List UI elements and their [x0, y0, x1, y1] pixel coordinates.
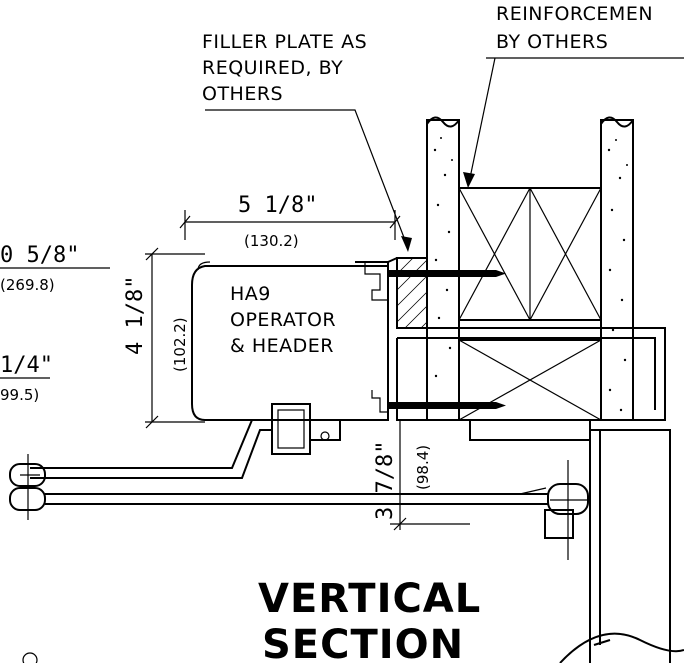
- dim-width-in: 5 1/8": [238, 193, 317, 218]
- filler-plate: [396, 257, 428, 329]
- dim-left-2-mm: 99.5): [0, 386, 39, 404]
- dim-left-1-in: 0 5/8": [0, 243, 79, 268]
- reinforcement-blocks: [458, 187, 602, 421]
- leader-lines: [205, 57, 684, 252]
- door-frame: [396, 327, 671, 663]
- operator-line-1: HA9: [230, 283, 271, 305]
- operator-label: HA9 OPERATOR & HEADER: [230, 283, 336, 357]
- title-line-2: SECTION: [262, 622, 464, 663]
- filler-plate-line-3: OTHERS: [202, 83, 283, 105]
- dimension-lines: [0, 210, 470, 531]
- screws: [388, 270, 506, 409]
- stud-stipple: [433, 137, 628, 412]
- drawing-title: VERTICAL SECTION: [258, 576, 481, 663]
- filler-plate-line-2: REQUIRED, BY: [202, 57, 343, 79]
- title-line-1: VERTICAL: [258, 576, 481, 622]
- dim-height-in: 4 1/8": [123, 276, 148, 355]
- dimension-texts: 5 1/8" (130.2) 4 1/8" (102.2) 0 5/8" (26…: [0, 193, 432, 520]
- reinforcement-label: REINFORCEMEN BY OTHERS: [496, 3, 653, 53]
- operator-line-2: OPERATOR: [230, 309, 336, 331]
- operator-header: [191, 257, 398, 421]
- dim-left-1-mm: (269.8): [0, 276, 55, 294]
- dim-offset-mm: (98.4): [414, 445, 432, 490]
- detail-marker-circle: [22, 652, 38, 663]
- dim-height-mm: (102.2): [171, 317, 189, 372]
- filler-plate-label: FILLER PLATE AS REQUIRED, BY OTHERS: [202, 31, 367, 105]
- reinforcement-line-1: REINFORCEMEN: [496, 3, 653, 25]
- reinforcement-line-2: BY OTHERS: [496, 31, 608, 53]
- dim-left-2-in: 1/4": [0, 353, 53, 378]
- arm-assembly: [9, 403, 590, 560]
- break-lines: [559, 632, 684, 663]
- filler-plate-line-1: FILLER PLATE AS: [202, 31, 367, 53]
- dim-width-mm: (130.2): [244, 232, 299, 250]
- dim-offset-in: 3 7/8": [373, 441, 398, 520]
- operator-line-3: & HEADER: [230, 335, 334, 357]
